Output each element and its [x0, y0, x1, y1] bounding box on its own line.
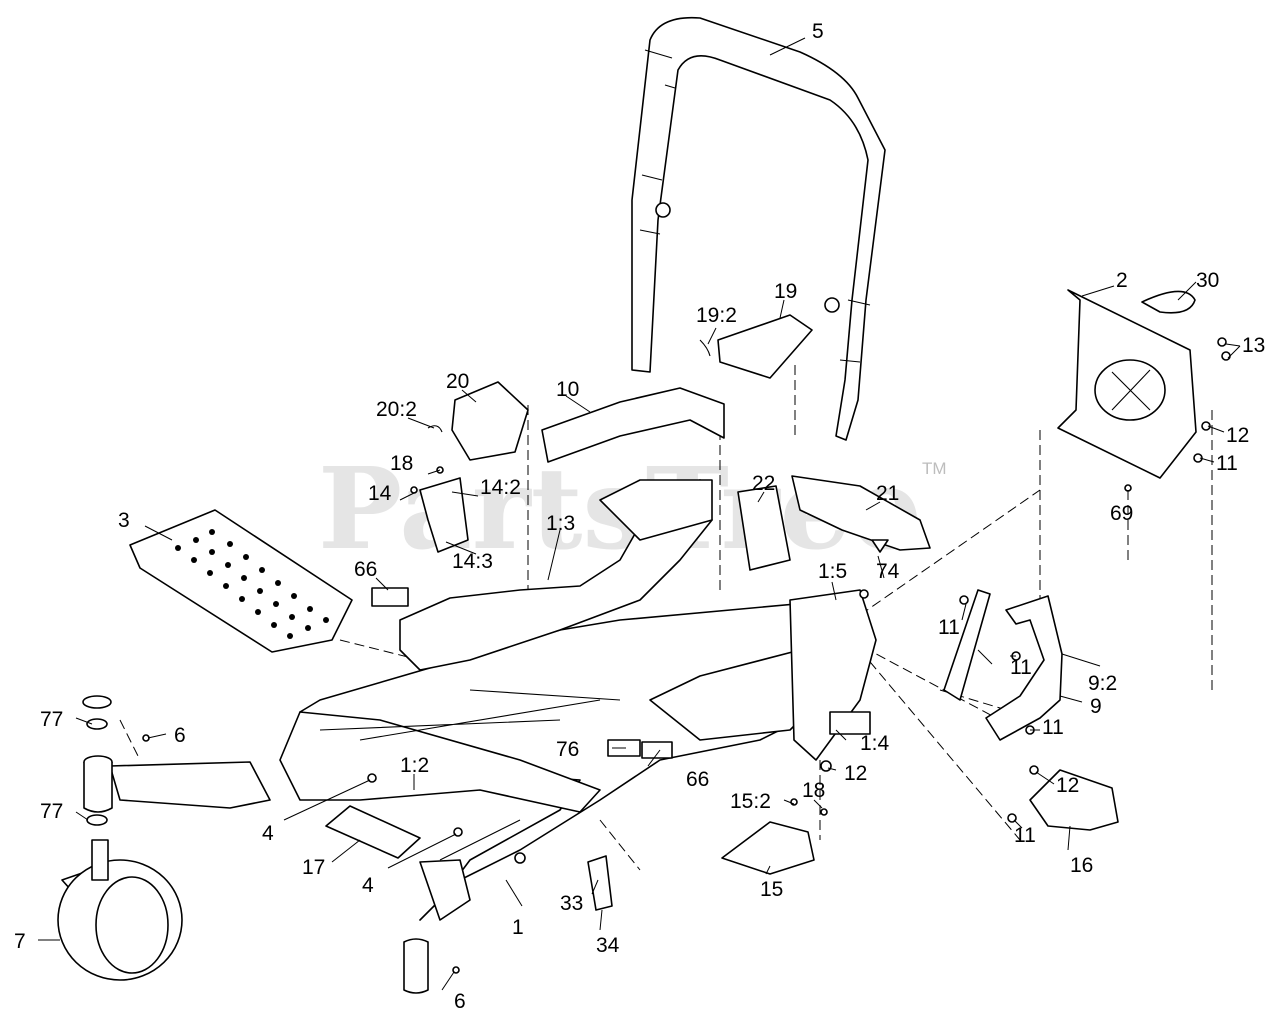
label-18a: 18	[390, 452, 413, 475]
label-1-3: 1:3	[546, 512, 575, 535]
washer-77-top	[82, 695, 112, 709]
label-11b: 11	[938, 616, 960, 639]
label-21: 21	[876, 482, 899, 505]
shim-33-34	[587, 855, 613, 911]
label-66b: 66	[686, 768, 709, 791]
main-frame	[279, 479, 877, 921]
label-16: 16	[1070, 854, 1093, 877]
plate-15	[721, 821, 815, 875]
cross-member-10	[541, 387, 725, 463]
label-12b: 12	[844, 762, 867, 785]
label-5: 5	[812, 20, 824, 43]
label-14: 14	[368, 482, 392, 505]
label-1-2: 1:2	[400, 754, 429, 777]
shield-21	[791, 475, 931, 551]
label-34: 34	[596, 934, 620, 957]
label-77a: 77	[40, 708, 63, 731]
label-6b: 6	[454, 990, 466, 1013]
label-74: 74	[876, 560, 900, 583]
label-10: 10	[556, 378, 579, 401]
label-14-2: 14:2	[480, 476, 521, 499]
washer-77-mid	[86, 718, 108, 730]
label-14-3: 14:3	[452, 550, 493, 573]
label-77b: 77	[40, 800, 63, 823]
label-17: 17	[302, 856, 325, 879]
assembly-guide-lines	[119, 365, 1213, 871]
label-11a: 11	[1216, 452, 1238, 475]
label-13: 13	[1242, 334, 1265, 357]
label-18b: 18	[802, 779, 825, 802]
label-7: 7	[14, 930, 26, 953]
rops-bar	[631, 16, 886, 441]
label-1-5: 1:5	[818, 560, 847, 583]
caster-wheel	[57, 839, 183, 981]
rear-plate	[1057, 289, 1197, 479]
washer-77-low	[86, 814, 108, 826]
label-20-2: 20:2	[376, 398, 417, 421]
label-22: 22	[752, 472, 775, 495]
decal-66	[371, 587, 409, 607]
label-19-2: 19:2	[696, 304, 737, 327]
callout-labels: 5 2 30 13 12 11 69 19 19:2 20 20:2 10 18…	[14, 20, 1265, 1013]
label-4b: 4	[362, 874, 374, 897]
label-12a: 12	[1226, 424, 1249, 447]
label-20: 20	[446, 370, 469, 393]
clip-20-2	[427, 425, 443, 433]
guard-9	[985, 595, 1063, 741]
watermark-trademark: TM	[922, 459, 947, 478]
decal-66b	[641, 741, 673, 759]
bracket-20	[451, 381, 529, 461]
label-33: 33	[560, 892, 583, 915]
label-9: 9	[1090, 695, 1102, 718]
label-11d: 11	[1042, 716, 1064, 739]
label-3: 3	[118, 509, 130, 532]
bracket-19	[717, 314, 813, 379]
plate-17	[325, 805, 421, 859]
caster-arm	[82, 695, 271, 826]
label-15-2: 15:2	[730, 790, 771, 813]
label-9-2: 9:2	[1088, 672, 1117, 695]
label-2: 2	[1116, 269, 1128, 292]
label-6a: 6	[174, 724, 186, 747]
label-12c: 12	[1056, 774, 1079, 797]
label-11e: 11	[1014, 824, 1036, 847]
label-19: 19	[774, 280, 797, 303]
label-69: 69	[1110, 502, 1133, 525]
part-74	[871, 539, 889, 553]
label-66a: 66	[354, 558, 377, 581]
label-15: 15	[760, 878, 783, 901]
label-4a: 4	[262, 822, 274, 845]
label-30: 30	[1196, 269, 1219, 292]
label-76: 76	[556, 738, 579, 761]
bracket-14	[419, 477, 469, 553]
floor-panel	[129, 509, 353, 653]
caster-tube	[403, 938, 429, 994]
leader-lines	[38, 37, 1241, 991]
label-1: 1	[512, 916, 524, 939]
shield-22	[737, 485, 791, 571]
decal-1-4	[829, 711, 871, 735]
strap-27	[943, 589, 991, 701]
part-30	[1141, 290, 1196, 314]
clip-19-2	[699, 339, 711, 357]
label-11c: 11	[1010, 656, 1032, 679]
guard-16	[1029, 769, 1119, 831]
label-1-4: 1:4	[860, 732, 890, 755]
